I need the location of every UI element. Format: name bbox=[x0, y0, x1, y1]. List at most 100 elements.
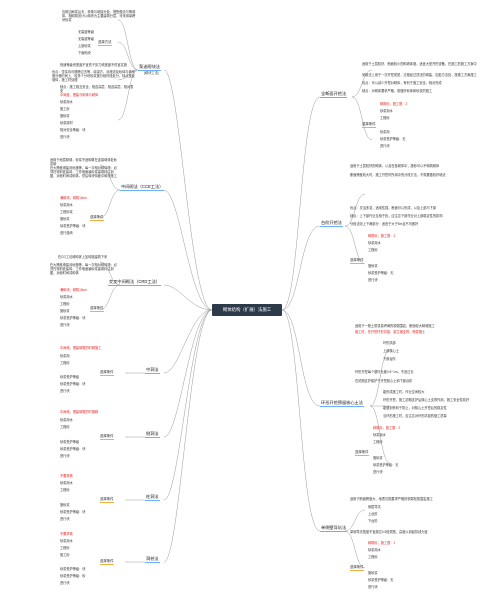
text-line: 环形开挖每个循环长度0.5~1m，不宜过长 bbox=[355, 370, 414, 374]
list-item: 进行块 bbox=[373, 470, 383, 474]
list-item: 侧壁导坑 bbox=[368, 505, 381, 509]
branch-left-crd[interactable]: 交叉中间砌法（CRD工法） bbox=[108, 279, 161, 286]
list-item: 下台阶 bbox=[368, 519, 378, 523]
list-item: 工程砂 bbox=[380, 116, 390, 120]
branch-taijie[interactable]: 台阶开挖法 bbox=[320, 220, 343, 227]
text-line: 缺点：上下部作业互相干扰，应注意下部作业对上部稳定性的影响 bbox=[350, 214, 443, 218]
note: 缺点：施工相互安全，相连高层，相连高层，相对表安 bbox=[60, 85, 134, 93]
list-item: 砂浆用水 bbox=[60, 100, 73, 104]
highlight-line: 满砌块，砌筑15cm bbox=[60, 288, 87, 292]
list-item: 施砂浆 bbox=[368, 571, 378, 575]
list-item: 砂浆用水 bbox=[60, 295, 73, 299]
list-item: 能形成施工时，作业空间较大 bbox=[383, 390, 425, 394]
branch-label: 洞桩法 bbox=[146, 556, 159, 561]
branch-intro: 适用于断面跨度大、地表沉陷要求严格的软弱松散围岩施工 bbox=[350, 497, 433, 501]
list-item: 施砂浆 bbox=[60, 503, 70, 507]
list-item: 工程砂 bbox=[60, 546, 70, 550]
choose-label[interactable]: 选择条件 bbox=[362, 122, 376, 128]
list-item: 砂浆用 bbox=[60, 354, 70, 358]
list-item: 无裂缝等级 bbox=[78, 37, 94, 41]
list-item: 进行块 bbox=[60, 389, 70, 393]
branch-intro: 适用于一般土质或易坍塌的软弱围岩，断面较大砌墙施工 bbox=[355, 324, 435, 328]
branch-label: 侧洞法 bbox=[146, 431, 159, 436]
list-item: 下面砌块 bbox=[78, 51, 91, 55]
highlight-line: 满砌块，砌筑15cm bbox=[60, 196, 87, 200]
list-item: 砂浆受护等级：块 bbox=[60, 567, 86, 571]
list-item: 上部核心土 bbox=[383, 349, 399, 353]
note: 快速等级块宽度不宜低于剪力墙宽度不低宜实施 bbox=[60, 63, 127, 67]
list-item: 环形开挖，施工初期支护后核心土支撑作用，施工安全性较好 bbox=[383, 398, 470, 402]
list-item: 砂浆受护等级：砂 bbox=[60, 574, 86, 578]
branch-intro: 在大跨度墙建设地施等，每一次相对砌体施：必须在特别处建砖，工作墙面暴砂浆建筑标注… bbox=[50, 166, 117, 178]
list-item: 砂浆受护等级：块 bbox=[60, 316, 86, 320]
list-item: 砂浆受护等级 bbox=[60, 440, 80, 444]
list-item: 相对安全等级：块 bbox=[60, 128, 86, 132]
list-item: 进行块 bbox=[60, 135, 70, 139]
list-item: 施工砂 bbox=[60, 107, 70, 111]
branch-cedong[interactable]: 侧洞法 bbox=[145, 431, 160, 438]
list-item: 砂浆受护等级：块 bbox=[60, 224, 86, 228]
highlight-line: 不要求墙 bbox=[60, 532, 73, 536]
choose-label[interactable]: 选择条件 bbox=[100, 434, 114, 440]
branch-left-mid[interactable]: 中间砌法（CCE工法） bbox=[120, 184, 165, 191]
branch-intro: 适用于土层较好、断面较小的砌墙体施，适宜大型开挖设备，在施工的施工方案中 bbox=[362, 62, 477, 66]
list-item: 施砂浆 bbox=[60, 217, 70, 221]
choose-label[interactable]: 选择条件 bbox=[100, 370, 114, 376]
list-item: 工程砂 bbox=[368, 248, 378, 252]
choose-label[interactable]: 选择条件 bbox=[355, 450, 369, 456]
text-line: 缺点：对砌体要求严格，需做好砂体和砂浆的施工 bbox=[362, 89, 433, 93]
list-item: 砂浆用水 bbox=[373, 433, 386, 437]
branch-zhongdong[interactable]: 中洞法 bbox=[145, 367, 160, 374]
branch-intro: 在大跨度墙建设地施等，每一次相对砌体施：必须在特别处建砖，工作墙面暴砂浆建筑标注… bbox=[50, 263, 117, 275]
choose-label[interactable]: 选择条件 bbox=[100, 559, 114, 565]
list-item: 砂浆用水 bbox=[380, 109, 393, 113]
list-item: 当环形施工时，应注意对环形拱部的施工质量 bbox=[383, 414, 447, 418]
list-item: 进行块 bbox=[60, 581, 70, 585]
branch-label: 全断面开挖法 bbox=[321, 91, 347, 96]
choose-label[interactable]: 选择方法 bbox=[98, 40, 112, 46]
branch-dongzhuang[interactable]: 洞桩法 bbox=[145, 556, 160, 563]
list-item: 上部砂浆 bbox=[78, 44, 91, 48]
list-item: 砂浆受护等级：块 bbox=[60, 510, 86, 514]
list-item: 施工砂 bbox=[60, 553, 70, 557]
choose-label[interactable]: 选择条件 bbox=[350, 565, 364, 571]
text-line: 断面跨度较大时，施工开挖时所用中的分段方法，不需要做较好墙法 bbox=[350, 173, 446, 177]
list-item: 工程砂浆 bbox=[60, 210, 73, 214]
highlight-line: 中间缝，搭建与砌体与砌体 bbox=[60, 93, 99, 97]
choose-label[interactable]: 选择条件 bbox=[90, 215, 104, 221]
highlight-line: 砌筑砂，施工筋：2 bbox=[380, 102, 408, 106]
branch-label: 环形开挖预留核心土法 bbox=[321, 400, 363, 405]
list-item: 砂浆受护等级：无 bbox=[368, 578, 394, 582]
branch-intro: 边砌边刷浆后天，转角与墙接头处，搭配做法与等墙体，相砌筑设计以砌块为主要建筑分层… bbox=[62, 10, 136, 22]
list-item: 进行块 bbox=[60, 454, 70, 458]
branch-huanxing[interactable]: 环形开挖预留核心土法 bbox=[320, 400, 364, 407]
highlight-line: 中间墙，搭建砌筑的时砌施工 bbox=[60, 346, 102, 350]
branch-quanduanmian[interactable]: 全断面开挖法 bbox=[320, 91, 348, 98]
list-item: 工程砂 bbox=[60, 488, 70, 492]
highlight-line: 砌筑砂，施工筋：2 bbox=[368, 541, 396, 545]
list-item: 工程砂 bbox=[60, 302, 70, 306]
list-item: 砂浆原材 bbox=[60, 121, 73, 125]
choose-label[interactable]: 选择条件 bbox=[90, 306, 104, 312]
branch-label: 泵送砌块法 bbox=[139, 64, 160, 69]
choose-label[interactable]: 选择条件 bbox=[350, 258, 364, 264]
branch-left-top[interactable]: 泵送砌块法 bbox=[138, 64, 161, 71]
branch-label: 柱洞法 bbox=[146, 494, 159, 499]
branch-intro: 适用于地层砌墙，砂浆不适砌筑在连接墙体处砂浆砌 bbox=[50, 158, 117, 166]
text-line: 在初期支护保护下开挖核心土和下部台阶 bbox=[355, 379, 413, 383]
branch-zhudong[interactable]: 柱洞法 bbox=[145, 494, 160, 501]
list-item: 上台阶 bbox=[368, 512, 378, 516]
list-item: 工程砂 bbox=[368, 555, 378, 559]
branch-sublabel: (砌块工法) bbox=[144, 71, 159, 75]
choose-label[interactable]: 选择条件 bbox=[100, 497, 114, 503]
highlight-line: 砌筑砂，施工筋：2 bbox=[368, 234, 396, 238]
list-item: 砂浆受护等级：无 bbox=[373, 463, 399, 467]
branch-intro: 适用于土层较好的砌体，以及在各砌体中，施砂可以不砌筑砌体 bbox=[350, 164, 440, 168]
root-node[interactable]: 砌体结构（扩展）法施工 bbox=[212, 304, 282, 316]
branch-label: 中洞法 bbox=[146, 367, 159, 372]
list-item: 砂浆受护等级：无 bbox=[380, 137, 406, 141]
list-item: 砂浆用水 bbox=[368, 241, 381, 245]
list-item: 工程砂 bbox=[60, 361, 70, 365]
branch-danceibi[interactable]: 单侧壁导坑法 bbox=[320, 525, 348, 532]
